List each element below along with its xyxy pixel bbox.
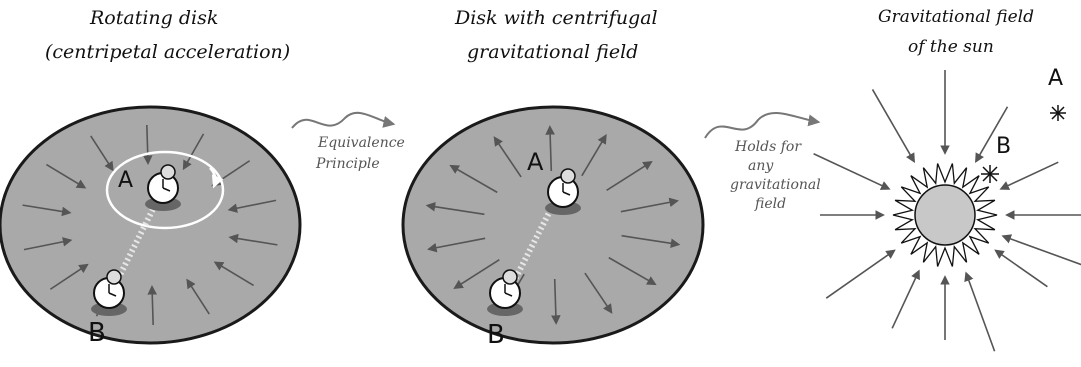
generalization-arrow bbox=[705, 113, 818, 138]
sun-body bbox=[915, 185, 975, 245]
field-arrow bbox=[1001, 162, 1058, 189]
panel3-label-a: A bbox=[1048, 66, 1063, 91]
transition2-line3: gravitational bbox=[730, 178, 821, 193]
panel1-title-line2: (centripetal acceleration) bbox=[45, 42, 290, 63]
equivalence-arrow bbox=[292, 113, 393, 128]
rotating-disk bbox=[0, 107, 300, 343]
field-arrow bbox=[826, 251, 894, 299]
transition2-line1: Holds for bbox=[735, 140, 801, 155]
panel-rotating-disk bbox=[0, 107, 300, 343]
field-arrow bbox=[1003, 236, 1081, 264]
sun-icon bbox=[893, 164, 997, 267]
panel2-label-b: B bbox=[487, 320, 505, 350]
field-arrow bbox=[892, 271, 919, 328]
transition2-line2: any bbox=[748, 159, 773, 174]
panel3-label-b: B bbox=[996, 134, 1011, 159]
field-arrow bbox=[966, 273, 994, 351]
panel1-title-line1: Rotating disk bbox=[90, 8, 218, 29]
panel-sun-field bbox=[814, 70, 1081, 351]
star-b-icon bbox=[981, 165, 999, 183]
panel-centrifugal-disk bbox=[403, 107, 703, 343]
panel2-title-line1: Disk with centrifugal bbox=[455, 8, 658, 29]
transition2-line4: field bbox=[755, 197, 786, 212]
panel3-title-line2: of the sun bbox=[908, 38, 994, 57]
panel2-label-a: A bbox=[527, 148, 543, 176]
panel1-label-b: B bbox=[88, 318, 106, 348]
transition1-line1: Equivalence bbox=[318, 136, 405, 151]
field-arrow bbox=[814, 154, 889, 189]
field-arrow bbox=[873, 89, 915, 161]
panel3-title-line1: Gravitational field bbox=[878, 8, 1034, 27]
panel2-title-line2: gravitational field bbox=[467, 42, 638, 63]
centrifugal-disk bbox=[403, 107, 703, 343]
star-a-icon bbox=[1050, 105, 1066, 121]
panel1-label-a: A bbox=[118, 168, 133, 193]
transition1-line2: Principle bbox=[316, 157, 380, 172]
field-arrow bbox=[996, 251, 1048, 287]
